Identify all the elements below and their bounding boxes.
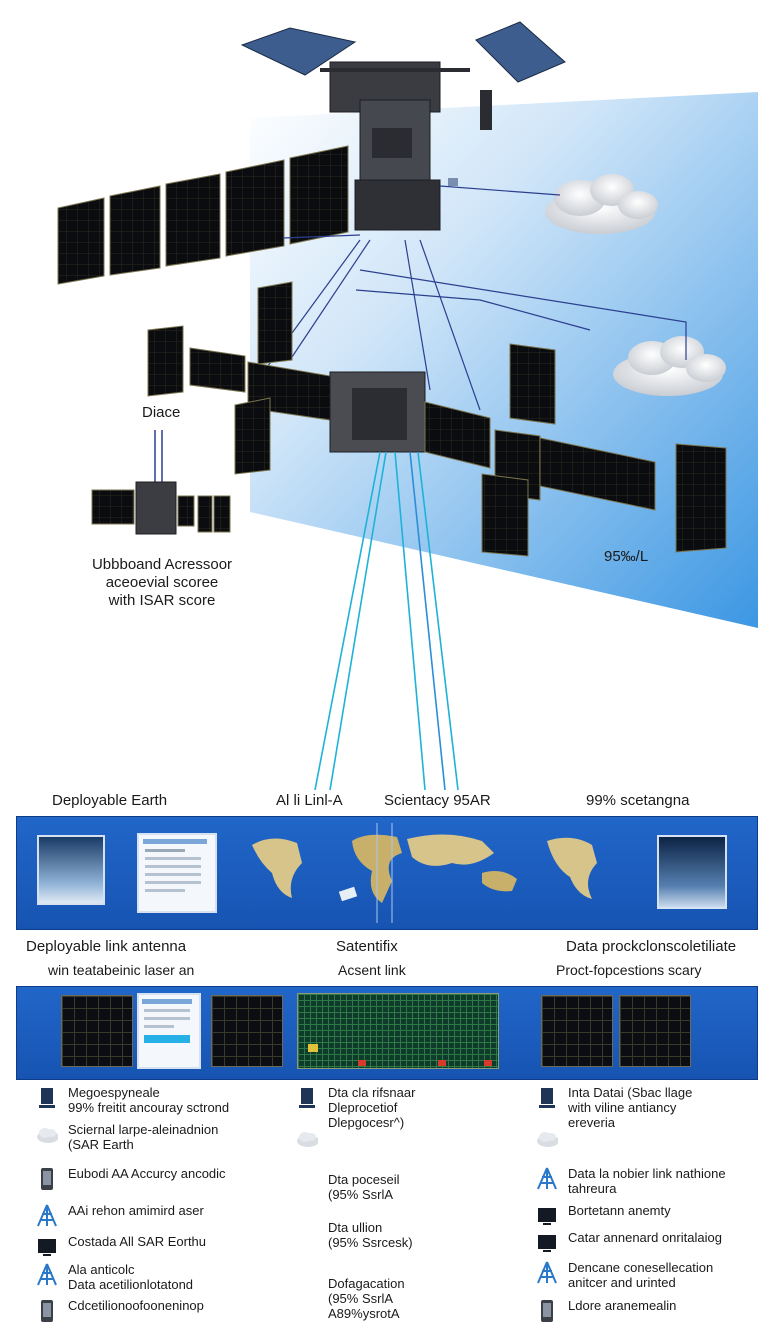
col1-subtitle: win teatabeinic laser an	[48, 962, 194, 979]
legend-item: Ldore aranemealin	[536, 1298, 676, 1324]
ocean-image-left	[37, 835, 105, 905]
solar-tile-1	[61, 995, 133, 1067]
label-right-percent: 95‰/L	[604, 548, 648, 566]
circuit-board	[297, 993, 499, 1069]
legend-spacer	[296, 1220, 318, 1246]
legend-text: Dta ullion (95% Ssrcesk)	[328, 1220, 413, 1250]
legend-item: Dta ullion (95% Ssrcesk)	[296, 1220, 413, 1250]
document-icon	[139, 835, 211, 907]
legend-item: Costada All SAR Eorthu	[36, 1234, 206, 1260]
legend-text: Cdcetilionoofooneninop	[68, 1298, 204, 1313]
beam-label-right: 99% scetangna	[586, 792, 689, 810]
cloud-icon	[536, 1126, 558, 1152]
col3-subtitle: Proct-fopcestions scary	[556, 962, 702, 979]
solar-tile-3	[541, 995, 613, 1067]
legend-item: Sciernal larpe-aleinadnion (SAR Earth	[36, 1122, 218, 1152]
legend-item: Dencane conesellecation anitcer and urin…	[536, 1260, 713, 1290]
legend-item: Inta Datai (Sbac llage with viline antia…	[536, 1085, 692, 1130]
legend-text: Dta cla rifsnaar Dleprocetiof Dlepgocesr…	[328, 1085, 415, 1130]
legend-item: AAi rehon amimird aser	[36, 1203, 204, 1229]
processing-panel	[16, 986, 758, 1080]
legend-text: Data la nobier link nathione tahreura	[568, 1166, 726, 1196]
legend-item	[536, 1126, 568, 1152]
legend-item: Catar annenard onritalaiog	[536, 1230, 722, 1256]
legend-item: Megoespyneale 99% freitit ancouray sctro…	[36, 1085, 229, 1115]
data-sheet-left	[137, 833, 217, 913]
legend-text: AAi rehon amimird aser	[68, 1203, 204, 1218]
monitor-icon	[536, 1230, 558, 1256]
col2-subtitle: Acsent link	[338, 962, 406, 979]
legend-text: Ala anticolc Data acetilionlotatond	[68, 1262, 193, 1292]
legend-text: Dencane conesellecation anitcer and urin…	[568, 1260, 713, 1290]
legend-text: Eubodi AA Accurcy ancodic	[68, 1166, 226, 1181]
legend-item: Cdcetilionoofooneninop	[36, 1298, 204, 1324]
antenna-icon	[536, 1166, 558, 1192]
legend-text: Inta Datai (Sbac llage with viline antia…	[568, 1085, 692, 1130]
legend-text: Bortetann anemty	[568, 1203, 671, 1218]
monitor-icon	[536, 1203, 558, 1229]
col2-title: Satentifix	[336, 938, 398, 956]
sub-satellite-caption: Ubbboand Acressoor aceoevial scoree with…	[72, 556, 252, 610]
legend-text: Ldore aranemealin	[568, 1298, 676, 1313]
satellite-scene	[0, 0, 768, 790]
world-map	[232, 823, 632, 923]
ocean-image-right	[657, 835, 727, 909]
legend-item: Data la nobier link nathione tahreura	[536, 1166, 726, 1196]
solar-tile-4	[619, 995, 691, 1067]
legend-text: Catar annenard onritalaiog	[568, 1230, 722, 1245]
col1-title: Deployable link antenna	[26, 938, 186, 956]
beam-label-center-right: Scientacy 95AR	[384, 792, 491, 810]
earth-data-panel	[16, 816, 758, 930]
legend-text: Dofagacation (95% SsrlA A89%ysrotA	[328, 1276, 405, 1321]
legend-item	[296, 1126, 328, 1152]
data-sheet-center	[137, 993, 201, 1069]
legend-text: Sciernal larpe-aleinadnion (SAR Earth	[68, 1122, 218, 1152]
document-icon	[139, 995, 195, 1063]
legend-text: Megoespyneale 99% freitit ancouray sctro…	[68, 1085, 229, 1115]
legend-item: Dofagacation (95% SsrlA A89%ysrotA	[296, 1276, 405, 1321]
antenna-icon	[36, 1262, 58, 1288]
phone-icon	[36, 1166, 58, 1192]
top-solar-panel-right	[476, 22, 565, 82]
legend-spacer	[296, 1172, 318, 1198]
small-satellite	[92, 430, 230, 534]
col3-title: Data prockclonscoletiliate	[566, 938, 736, 956]
cloud-icon	[36, 1122, 58, 1148]
legend-item: Dta cla rifsnaar Dleprocetiof Dlepgocesr…	[296, 1085, 415, 1130]
antenna-icon	[36, 1203, 58, 1229]
phone-icon	[36, 1298, 58, 1324]
legend-item: Ala anticolc Data acetilionlotatond	[36, 1262, 193, 1292]
label-diace: Diace	[142, 404, 180, 422]
legend-text: Dta poceseil (95% SsrlA	[328, 1172, 400, 1202]
beam-label-center-left: Al li Linl-A	[276, 792, 343, 810]
phone-icon	[536, 1298, 558, 1324]
server-icon	[296, 1085, 318, 1111]
cloud-icon	[296, 1126, 318, 1152]
antenna-icon	[536, 1260, 558, 1286]
beam-label-left: Deployable Earth	[52, 792, 167, 810]
legend-item: Eubodi AA Accurcy ancodic	[36, 1166, 226, 1192]
legend-item: Bortetann anemty	[536, 1203, 671, 1229]
legend-item: Dta poceseil (95% SsrlA	[296, 1172, 400, 1202]
monitor-icon	[36, 1234, 58, 1260]
satellite-illustration	[0, 0, 768, 790]
solar-tile-2	[211, 995, 283, 1067]
legend-spacer	[296, 1276, 318, 1302]
legend-text: Costada All SAR Eorthu	[68, 1234, 206, 1249]
server-icon	[36, 1085, 58, 1111]
server-icon	[536, 1085, 558, 1111]
